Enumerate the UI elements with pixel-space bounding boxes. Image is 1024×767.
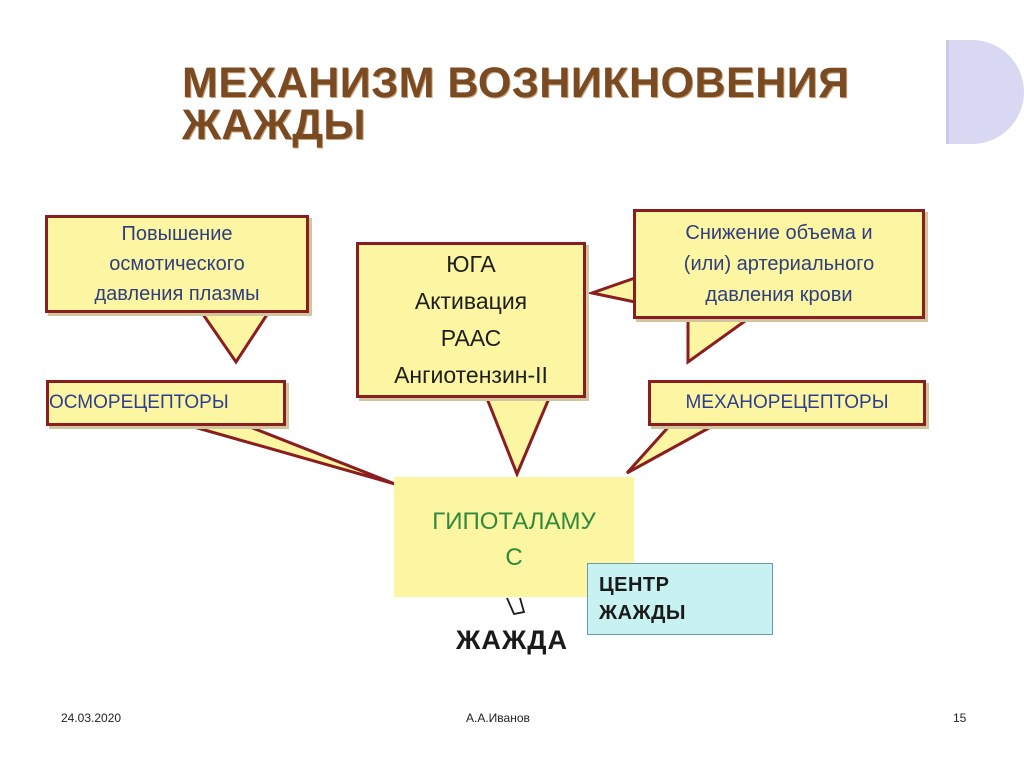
osmoreceptors-label: ОСМОРЕЦЕПТОРЫ [49, 392, 229, 413]
thirst-center-line-2: ЖАЖДЫ [599, 602, 686, 624]
mechanoreceptors-box: МЕХАНОРЕЦЕПТОРЫ [648, 380, 926, 426]
title-line-2: ЖАЖДЫ [182, 101, 367, 149]
thirst-center-line-1: ЦЕНТР [599, 574, 670, 596]
hypothalamus-exit-mark [506, 597, 526, 616]
juga-line-1: ЮГА [446, 251, 496, 277]
osmotic-line-3: давления плазмы [94, 283, 260, 305]
footer-page-number: 15 [953, 711, 967, 725]
volume-line-1: Снижение объема и [685, 221, 873, 244]
juga-line-2: Активация [414, 288, 528, 314]
mechanoreceptor-wedge [625, 421, 719, 475]
volume-callout-tail [686, 314, 757, 365]
volume-decrease-box: Снижение объема и (или) артериального да… [633, 209, 925, 319]
osmoreceptor-wedge [179, 421, 396, 486]
footer-date: 24.03.2020 [61, 711, 122, 725]
juga-activation-box: ЮГА Активация РААС Ангиотензин-II [356, 242, 586, 398]
juga-line-3: РААС [440, 325, 502, 351]
volume-line-3: давления крови [705, 283, 853, 306]
hypothalamus-line-2: С [505, 544, 523, 571]
title-line-1: МЕХАНИЗМ ВОЗНИКНОВЕНИЯ [182, 59, 850, 107]
osmoreceptors-box: ОСМОРЕЦЕПТОРЫ [46, 380, 286, 426]
osmotic-callout-tail [197, 308, 273, 365]
footer-author: А.А.Иванов [466, 711, 530, 725]
hypothalamus-line-1: ГИПОТАЛАМУ [432, 508, 596, 535]
volume-callout-arrow [586, 275, 637, 304]
volume-line-2: (или) артериального [683, 252, 875, 275]
juga-line-4: Ангиотензин-II [394, 362, 548, 388]
osmotic-pressure-box: Повышение осмотического давления плазмы [45, 215, 309, 313]
osmotic-line-2: осмотического [109, 253, 245, 275]
thirst-center-box: ЦЕНТР ЖАЖДЫ [587, 563, 773, 635]
decorative-arc-edge [946, 40, 949, 144]
thirst-label: ЖАЖДА [456, 625, 569, 655]
osmotic-line-1: Повышение [121, 223, 233, 245]
juga-callout-tail [483, 394, 553, 478]
mechanoreceptors-label: МЕХАНОРЕЦЕПТОРЫ [685, 392, 889, 413]
slide-title: МЕХАНИЗМ ВОЗНИКНОВЕНИЯ ЖАЖДЫ [182, 59, 922, 149]
